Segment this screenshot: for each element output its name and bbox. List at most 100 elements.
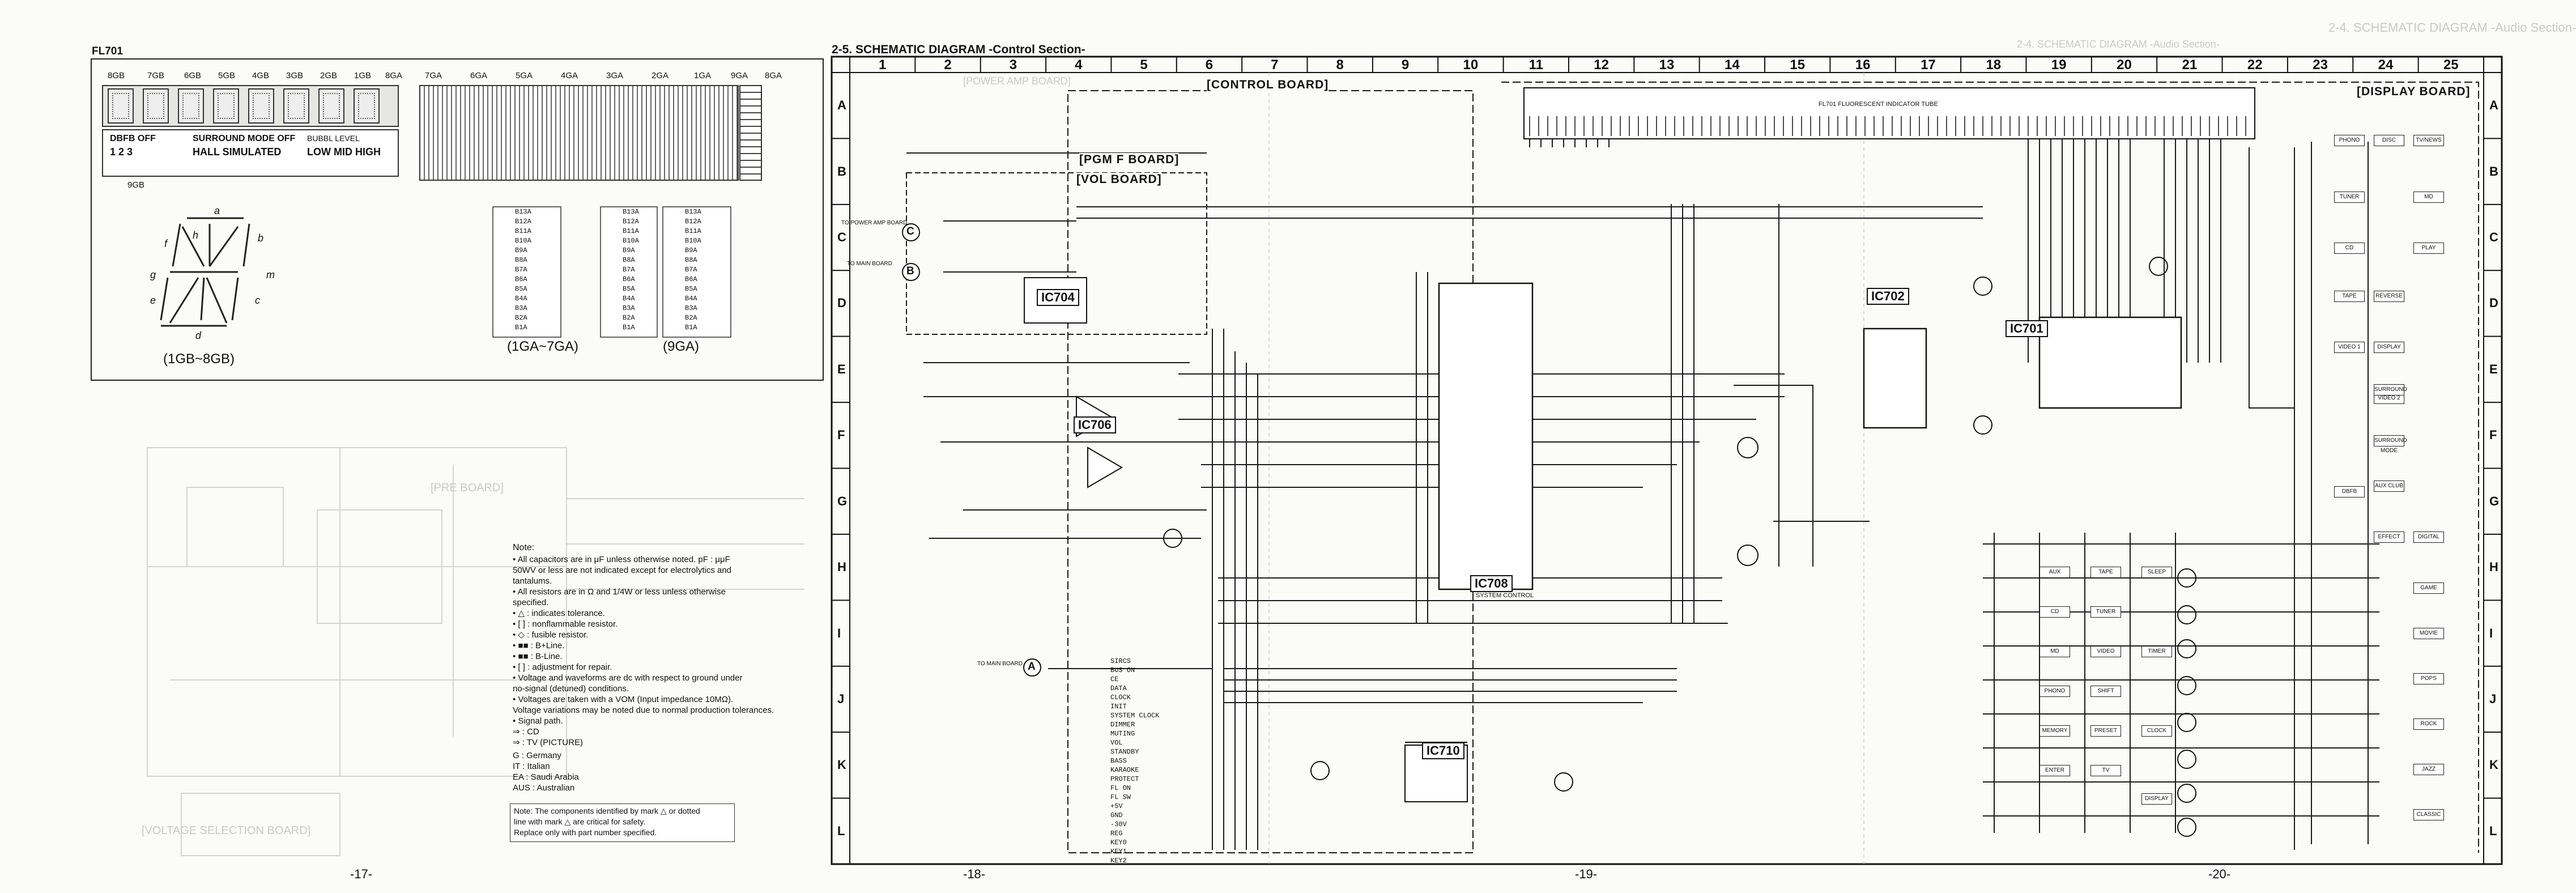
seg-letter-d: d	[195, 330, 202, 341]
ghost-title-mid: 2-4. SCHEMATIC DIAGRAM -Audio Section-	[2017, 39, 2220, 50]
note-line: • Voltages are taken with a VOM (Input i…	[513, 695, 734, 704]
matrix-cell: B6A	[623, 275, 635, 283]
matrix-cell: B11A	[515, 227, 531, 235]
display-switch-list: PHONO DISC TV/NEWS TUNER MD CD PLAY TAPE…	[2334, 135, 2481, 849]
note-line: • All resistors are in Ω and 1/4W or les…	[513, 587, 726, 597]
key-video: VIDEO	[2090, 646, 2121, 657]
bus-label: MUTING	[1110, 730, 1135, 738]
key-matrix: AUX TAPE CD TUNER MD VIDEO PHONO SHIFT M…	[2039, 567, 2187, 816]
matrix-cell: B10A	[623, 237, 639, 245]
digit-5gb	[213, 88, 239, 124]
bus-label: STANDBY	[1110, 748, 1139, 756]
key-tuner: TUNER	[2090, 606, 2121, 618]
fl701-grid-labels: 8GB 7GB 6GB 5GB 4GB 3GB 2GB 1GB 8GA 7GA …	[102, 71, 810, 83]
key-timer: TIMER	[2141, 646, 2172, 657]
display-board-label: [DISPLAY BOARD]	[2357, 85, 2471, 99]
row-label: B	[2489, 164, 2498, 178]
seg-letter-e: e	[150, 295, 156, 306]
caption-1gb-8gb: (1GB~8GB)	[163, 351, 235, 367]
row-label: C	[837, 230, 846, 245]
column-label: 2	[944, 57, 952, 73]
dbfb-label: DBFB OFF	[110, 134, 156, 143]
row-label: G	[837, 494, 848, 508]
marker-b: B	[906, 265, 914, 277]
ic702-label: IC702	[1867, 288, 1909, 305]
note-line: AUS : Australian	[513, 783, 575, 793]
column-label: 3	[1009, 57, 1017, 73]
bus-label: FL SW	[1110, 793, 1131, 801]
bus-label: BUS ON	[1110, 666, 1135, 674]
matrix-cell: B9A	[623, 246, 635, 254]
column-label: 4	[1075, 57, 1083, 73]
row-label: J	[837, 691, 845, 706]
bus-label: REG	[1110, 830, 1123, 837]
matrix-cell: B3A	[685, 304, 697, 312]
bus-label: KEY0	[1110, 839, 1127, 847]
row-label: F	[837, 428, 845, 443]
row-label: B	[837, 164, 846, 178]
safety-line: Note: The components identified by mark …	[514, 806, 700, 815]
matrix-cell: B4A	[515, 295, 527, 303]
grid-label: 7GA	[425, 71, 442, 80]
grid-label: 3GA	[606, 71, 624, 80]
note-line: 50WV or less are not indicated except fo…	[513, 565, 732, 575]
matrix-cell: B4A	[685, 295, 697, 303]
seg-letter-b: b	[258, 232, 264, 244]
ic701-label: IC701	[2006, 320, 2048, 337]
page-number-18: -18-	[963, 867, 986, 881]
matrix-cell: B12A	[623, 218, 639, 226]
switch-phono: PHONO	[2334, 135, 2365, 146]
switch-video1: VIDEO 1	[2334, 342, 2365, 353]
connector-b-label: TO MAIN BOARD	[847, 261, 892, 267]
row-label: E	[837, 362, 846, 376]
note-line: specified.	[513, 598, 549, 607]
matrix-cell: B2A	[623, 314, 635, 322]
row-label: L	[837, 823, 845, 838]
seg-letter-c: c	[255, 295, 260, 306]
switch-tv-news: TV/NEWS	[2413, 135, 2444, 146]
key-shift: SHIFT	[2090, 686, 2121, 697]
switch-surround: SURROUND	[2374, 384, 2407, 396]
column-label: 22	[2247, 57, 2263, 73]
bus-label: SIRCS	[1110, 657, 1131, 665]
switch-cd: CD	[2334, 243, 2365, 254]
switch-rock: ROCK	[2413, 718, 2444, 730]
safety-note-box: Note: The components identified by mark …	[510, 803, 735, 842]
note-line: G : Germany	[513, 751, 561, 760]
note-line: • All capacitors are in μF unless otherw…	[513, 555, 730, 564]
grid-label: 5GB	[218, 71, 236, 80]
row-label: I	[837, 626, 841, 640]
grid-label: 2GA	[652, 71, 669, 80]
bus-label: KEY1	[1110, 848, 1127, 856]
seg-letter-g: g	[150, 269, 156, 280]
matrix-cell: B3A	[623, 304, 635, 312]
bbl-label: BUBBL LEVEL	[307, 134, 360, 143]
note-line: Voltage variations may be noted due to n…	[513, 705, 774, 715]
matrix-cell: B6A	[685, 275, 697, 283]
ic710-label: IC710	[1422, 742, 1464, 759]
grid-label: 1GA	[694, 71, 712, 80]
control-board-label: [CONTROL BOARD]	[1207, 78, 1329, 92]
key-phono: PHONO	[2039, 686, 2070, 697]
grid-label: 2GB	[320, 71, 338, 80]
grid-label: 3GB	[286, 71, 304, 80]
row-label: G	[2489, 494, 2500, 508]
pgm-board-label: [PGM F BOARD]	[1079, 153, 1180, 167]
matrix-cell: B6A	[515, 275, 527, 283]
switch-movie: MOVIE	[2413, 628, 2444, 639]
key-memory: MEMORY	[2039, 725, 2070, 737]
key-enter: ENTER	[2039, 765, 2070, 776]
switch-tape: TAPE	[2334, 291, 2365, 302]
bus-label: FL ON	[1110, 784, 1131, 792]
seg-letter-h: h	[193, 229, 199, 241]
seg-letter-a: a	[214, 205, 220, 216]
ghost-voltage-board: [VOLTAGE SELECTION BOARD]	[142, 824, 311, 837]
connector-c-label: TO POWER AMP BOARD	[841, 220, 908, 226]
column-label: 18	[1986, 57, 2002, 73]
hall-label: HALL SIMULATED	[193, 146, 282, 158]
switch-dbfb: DBFB	[2334, 486, 2365, 497]
switch-aux-club: AUX CLUB	[2374, 480, 2404, 492]
switch-pops: POPS	[2413, 673, 2444, 684]
matrix-cell: B7A	[685, 266, 697, 274]
note-line: • Voltage and waveforms are dc with resp…	[513, 673, 743, 683]
